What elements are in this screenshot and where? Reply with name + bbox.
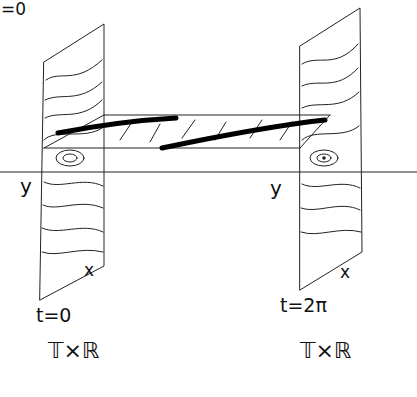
dot [322, 156, 326, 160]
time-label: t=2π [280, 296, 327, 315]
level-curve [43, 204, 103, 208]
level-curve [46, 60, 102, 80]
level-curve [302, 44, 358, 64]
axis-label: y [270, 178, 282, 198]
plane-right [300, 8, 362, 290]
time-label: t=0 [36, 306, 71, 325]
time-fragment: =0 [1, 1, 26, 18]
level-curve [42, 228, 103, 232]
level-curve [302, 184, 360, 188]
axis-label: y [20, 176, 32, 196]
trajectory [58, 118, 176, 133]
level-curve [42, 250, 103, 253]
level-curve [301, 230, 361, 233]
space-label: 𝕋×ℝ [48, 340, 99, 362]
axis-label: x [340, 264, 350, 281]
axis-line [0, 172, 417, 173]
level-curve [302, 126, 359, 140]
level-curve [56, 150, 84, 166]
level-curve [302, 92, 359, 108]
axis-label: x [84, 262, 94, 279]
strip-edge [104, 115, 330, 116]
level-curve [310, 150, 338, 166]
level-curve [301, 206, 360, 210]
level-curve [45, 82, 102, 100]
level-curve [302, 68, 358, 86]
level-curve [63, 154, 77, 162]
plane-left [40, 24, 104, 300]
level-curve [317, 154, 331, 162]
level-curve [44, 182, 103, 186]
level-curve [45, 100, 102, 118]
space-label: 𝕋×ℝ [300, 340, 351, 362]
trajectory [162, 120, 325, 148]
